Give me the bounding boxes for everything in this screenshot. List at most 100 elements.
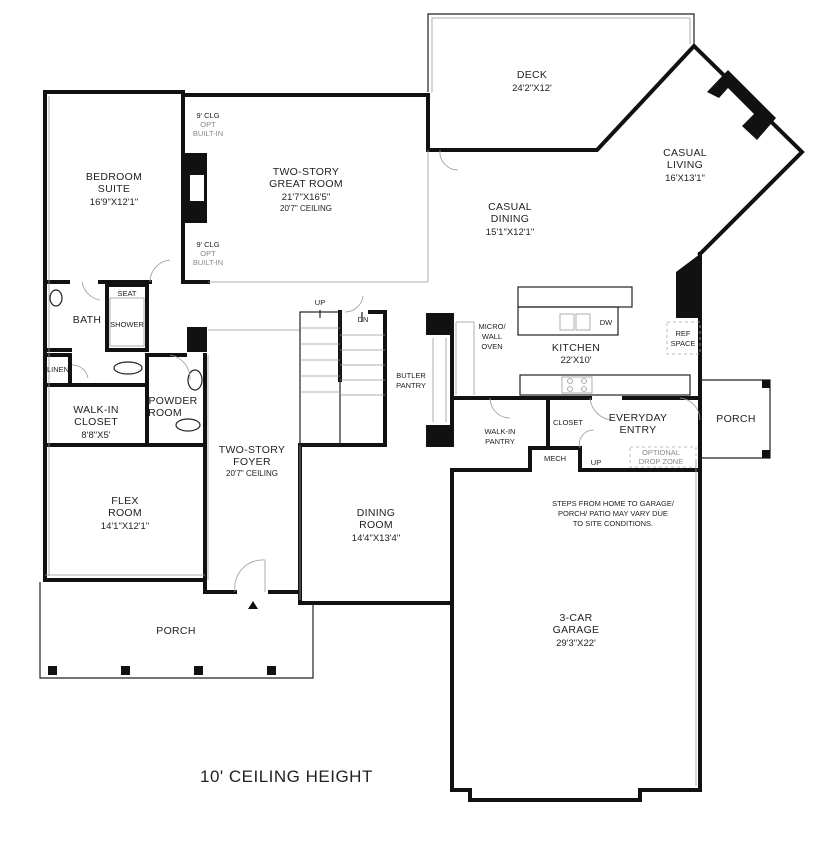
entry-name1: EVERYDAY — [609, 412, 668, 424]
kitchen-size: 22'X10' — [560, 355, 591, 366]
casual-living-size: 16'X13'1" — [665, 173, 705, 184]
stairs-dn-label: DN — [358, 315, 369, 324]
opt-top-line1: 9' CLG — [196, 111, 219, 120]
butler-name2: PANTRY — [396, 381, 426, 390]
casual-living-name2: LIVING — [667, 159, 703, 171]
flex-size: 14'1"X12'1" — [101, 521, 149, 532]
drop-zone-box — [629, 446, 697, 468]
label-walk-in-pantry: WALK-IN PANTRY — [485, 427, 516, 446]
drop-zone-line1: OPTIONAL — [642, 448, 680, 457]
deck-name: DECK — [517, 69, 547, 81]
column-pantry-bottom — [426, 425, 454, 447]
note-opt-builtin-bottom: 9' CLG OPT BUILT-IN — [193, 240, 223, 267]
great-room-size: 21'7"X16'5" — [282, 192, 330, 203]
great-room-ceiling: 20'7" CEILING — [280, 204, 332, 213]
casual-dining-name2: DINING — [491, 213, 530, 225]
great-room-name1: TWO-STORY — [273, 166, 339, 178]
shower-label: SHOWER — [110, 320, 144, 329]
pantry-name1: WALK-IN — [485, 427, 516, 436]
label-garage: 3-CAR GARAGE 29'3"X22' — [553, 612, 600, 649]
label-powder-room: POWDER ROOM — [148, 395, 197, 419]
interior-detail-lines — [45, 96, 697, 786]
micro-line2: WALL — [482, 332, 502, 341]
bath-fixtures — [49, 289, 203, 432]
column-left — [187, 327, 207, 352]
garage-note-line2: PORCH/ PATIO MAY VARY DUE — [558, 509, 668, 518]
casual-dining-size: 15'1"X12'1" — [486, 227, 534, 238]
bedroom-size: 16'9"X12'1" — [90, 197, 138, 208]
opt-top-line2: OPT — [200, 120, 216, 129]
seat-label: SEAT — [117, 289, 136, 298]
door-swings — [71, 149, 701, 593]
ref-line1: REF — [676, 329, 691, 338]
label-casual-dining: CASUAL DINING 15'1"X12'1" — [486, 201, 534, 238]
porch-front-label: PORCH — [156, 625, 195, 637]
staircase — [299, 310, 385, 446]
entry-name2: ENTRY — [620, 424, 657, 436]
bedroom-name1: BEDROOM — [86, 171, 142, 183]
opt-bottom-line3: BUILT-IN — [193, 258, 223, 267]
deck-area — [427, 13, 695, 92]
dishwasher-label: DW — [600, 318, 613, 327]
flex-name1: FLEX — [111, 495, 138, 507]
kitchen-name: KITCHEN — [552, 342, 600, 354]
column-casual-living — [676, 254, 700, 318]
ref-space-box — [666, 321, 701, 355]
closet-small-label: CLOSET — [553, 418, 583, 427]
label-foyer: TWO-STORY FOYER 20'7" CEILING — [219, 444, 285, 478]
label-bedroom-suite: BEDROOM SUITE 16'9"X12'1" — [86, 171, 142, 208]
label-butler-pantry: BUTLER PANTRY — [396, 371, 426, 390]
label-casual-living: CASUAL LIVING 16'X13'1" — [663, 147, 707, 184]
foyer-name1: TWO-STORY — [219, 444, 285, 456]
pantry-name2: PANTRY — [485, 437, 515, 446]
micro-line3: OVEN — [481, 342, 502, 351]
porch-right-label: PORCH — [716, 413, 755, 425]
deck-size: 24'2"X12' — [512, 83, 552, 94]
label-deck: DECK 24'2"X12' — [512, 69, 552, 94]
closet-size: 8'8"X5' — [81, 430, 110, 441]
opt-bottom-line1: 9' CLG — [196, 240, 219, 249]
ceiling-height-title: 10' CEILING HEIGHT — [200, 767, 373, 786]
closet-name1: WALK-IN — [73, 404, 118, 416]
casual-dining-name1: CASUAL — [488, 201, 532, 213]
bedroom-name2: SUITE — [98, 183, 130, 195]
dining-size: 14'4"X13'4" — [352, 533, 400, 544]
opt-top-line3: BUILT-IN — [193, 129, 223, 138]
label-dining-room: DINING ROOM 14'4"X13'4" — [352, 507, 400, 544]
kitchen-island — [517, 286, 633, 336]
dining-name2: ROOM — [359, 519, 393, 531]
micro-line1: MICRO/ — [478, 322, 506, 331]
label-kitchen: KITCHEN 22'X10' — [552, 342, 600, 366]
powder-name1: POWDER — [148, 395, 197, 407]
great-room-name2: GREAT ROOM — [269, 178, 343, 190]
casual-living-name1: CASUAL — [663, 147, 707, 159]
foyer-ceiling: 20'7" CEILING — [226, 469, 278, 478]
label-ref-space: REF SPACE — [671, 329, 696, 348]
garage-note-line1: STEPS FROM HOME TO GARAGE/ — [552, 499, 675, 508]
ref-line2: SPACE — [671, 339, 696, 348]
garage-note-line3: TO SITE CONDITIONS. — [573, 519, 653, 528]
drop-zone-line2: DROP ZONE — [639, 457, 683, 466]
bath-name: BATH — [73, 314, 101, 326]
flex-name2: ROOM — [108, 507, 142, 519]
label-drop-zone: OPTIONAL DROP ZONE — [639, 448, 683, 466]
porch-right — [700, 379, 771, 459]
garage-size: 29'3"X22' — [556, 638, 596, 649]
fireplace-casual-living — [707, 70, 776, 140]
label-walk-in-closet: WALK-IN CLOSET 8'8"X5' — [73, 404, 118, 441]
butler-name1: BUTLER — [396, 371, 426, 380]
opt-bottom-line2: OPT — [200, 249, 216, 258]
linen-label: LINEN — [47, 365, 69, 374]
label-everyday-entry: EVERYDAY ENTRY — [609, 412, 668, 436]
note-garage-steps: STEPS FROM HOME TO GARAGE/ PORCH/ PATIO … — [552, 499, 675, 528]
foyer-name2: FOYER — [233, 456, 271, 468]
garage-name2: GARAGE — [553, 624, 600, 636]
porch-front — [39, 582, 314, 679]
powder-name2: ROOM — [148, 407, 182, 419]
label-bath: BATH — [73, 314, 101, 326]
label-micro-wall-oven: MICRO/ WALL OVEN — [478, 322, 506, 351]
entry-up-label: UP — [591, 458, 601, 467]
kitchen-counter — [519, 374, 691, 396]
fireplace-great-room — [183, 153, 207, 223]
